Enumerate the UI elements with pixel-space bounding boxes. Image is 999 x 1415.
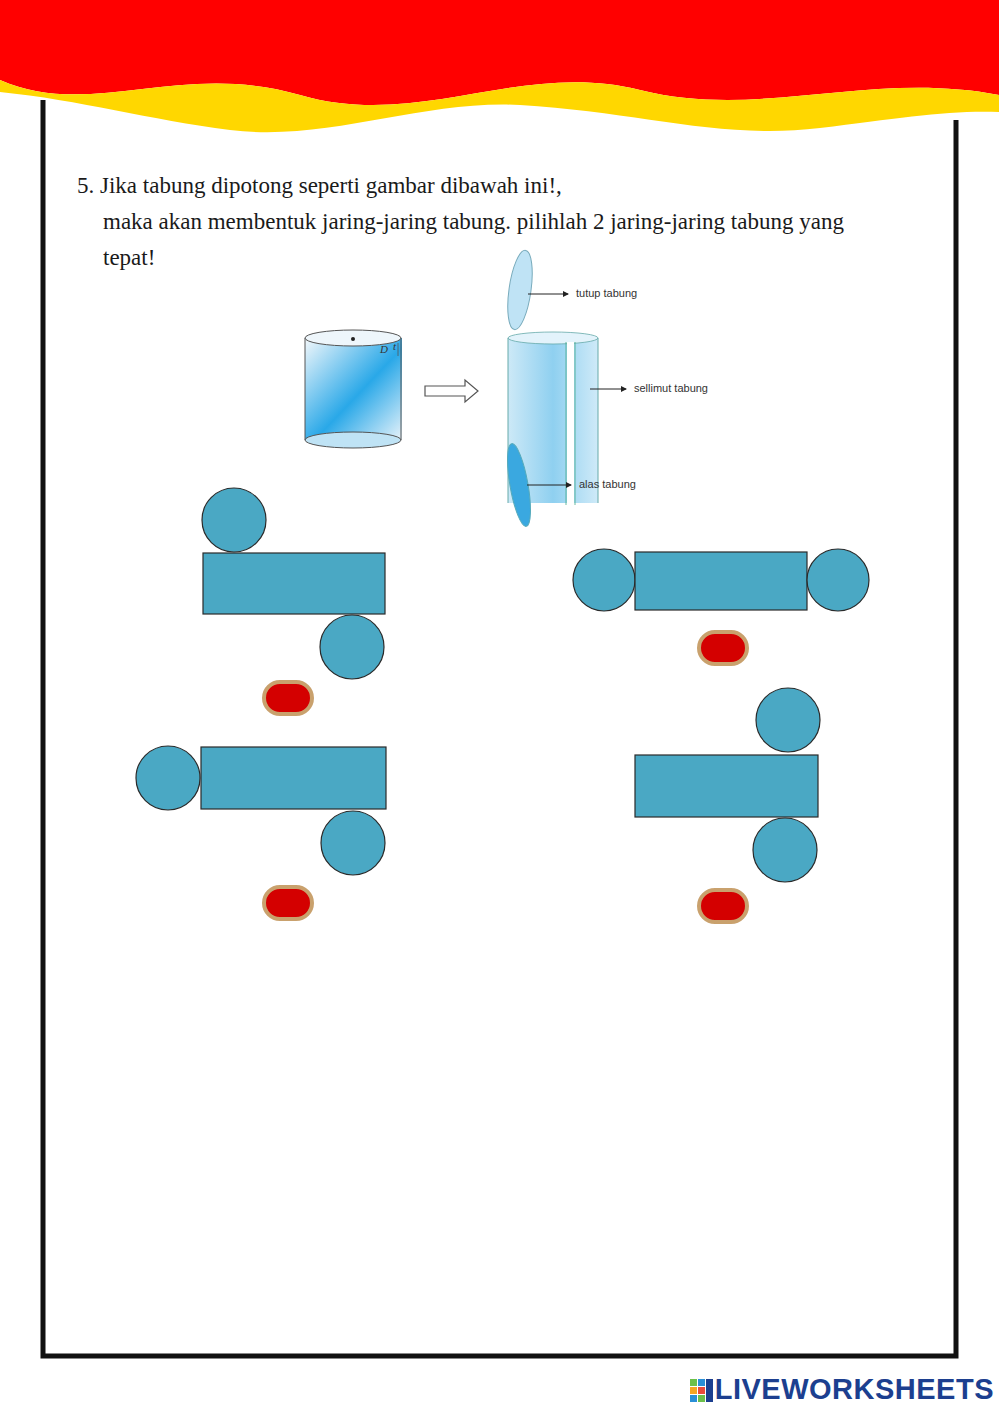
cylinder-net xyxy=(573,549,869,611)
answer-button xyxy=(264,887,312,919)
watermark: LIVEWORKSHEETS xyxy=(715,1373,994,1406)
dimension-label: D xyxy=(380,343,388,355)
answer-button xyxy=(699,632,747,664)
leader-lines xyxy=(527,294,626,485)
question-text: 5. Jika tabung dipotong seperti gambar d… xyxy=(77,168,562,204)
part-label: alas tabung xyxy=(579,478,636,490)
cylinder-net xyxy=(136,746,386,875)
part-label: sellimut tabung xyxy=(634,382,708,394)
cylinder-net xyxy=(202,488,385,679)
cylinder-net xyxy=(635,688,820,882)
logo-icon xyxy=(690,1379,713,1402)
part-label: tutup tabung xyxy=(576,287,637,299)
transform-arrow xyxy=(425,380,478,402)
cylinder-picture xyxy=(305,330,402,448)
answer-button xyxy=(264,682,312,714)
dimension-label: t xyxy=(393,340,396,352)
page-frame xyxy=(43,100,956,1356)
answer-button xyxy=(699,890,747,922)
question-text: maka akan membentuk jaring-jaring tabung… xyxy=(103,204,873,276)
header-wave xyxy=(0,0,999,132)
